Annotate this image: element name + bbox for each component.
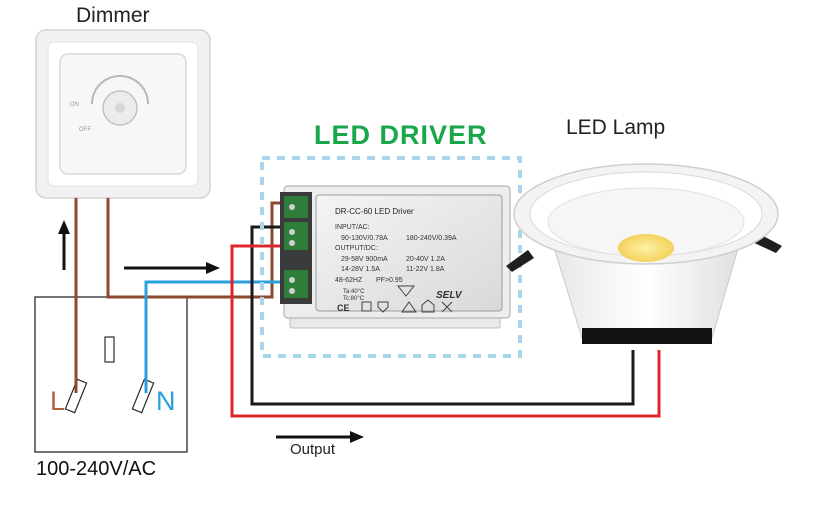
lamp-heat-band xyxy=(582,328,712,344)
dimmer-on-label: ON xyxy=(70,102,79,108)
indoor-use-icon xyxy=(421,299,435,313)
selv-mark: SELV xyxy=(436,290,463,301)
live-slot xyxy=(64,378,88,414)
ambient-temp: Ta:40°C xyxy=(343,289,365,295)
shield-icon xyxy=(377,301,389,313)
frequency: 48-62HZ xyxy=(335,277,363,284)
input-header: INPUT/AC: xyxy=(335,224,370,231)
power-factor: PF>0.95 xyxy=(376,277,403,284)
lamp-icon xyxy=(115,103,125,113)
lamp-title: LED Lamp xyxy=(566,116,666,139)
dimmer-switch: ON OFF xyxy=(35,29,211,199)
live-wire-to-driver xyxy=(106,198,288,299)
output-positive-wire xyxy=(230,244,661,418)
dimmer-off-label: OFF xyxy=(79,127,91,133)
ce-mark: CE xyxy=(337,303,350,313)
live-label: L xyxy=(50,386,66,416)
output-rating-1: 29-58V 900mA xyxy=(341,256,388,263)
output-label: Output xyxy=(290,441,336,458)
mm-mark-icon xyxy=(396,285,416,297)
neutral-wire xyxy=(144,280,290,393)
terminal-neutral xyxy=(284,270,308,298)
neutral-label: N xyxy=(156,386,176,416)
terminal-output-dc xyxy=(284,222,308,250)
wall-socket xyxy=(34,296,188,453)
input-rating-1: 90-130V/0.78A xyxy=(341,235,388,242)
earth-slot xyxy=(104,336,115,363)
mains-voltage-label: 100-240V/AC xyxy=(36,458,157,480)
double-insulation-icon xyxy=(361,301,372,312)
arrow-right-icon xyxy=(124,262,220,274)
input-rating-2: 180-240V/0.39A xyxy=(406,235,457,242)
case-temp: Tc:80°C xyxy=(343,296,365,302)
terminal-input-ac xyxy=(284,196,308,218)
led-driver: DR-CC-60 LED Driver INPUT/AC: 90-130V/0.… xyxy=(280,185,511,329)
output-header: OUTPUT/DC: xyxy=(335,245,378,252)
driver-model: DR-CC-60 LED Driver xyxy=(335,207,414,216)
weee-bin-icon xyxy=(441,301,453,313)
output-rating-3: 14-28V 1.5A xyxy=(341,266,380,273)
flow-arrows xyxy=(58,220,364,443)
driver-title: LED DRIVER xyxy=(314,120,488,150)
driver-label-plate xyxy=(315,194,503,312)
dimmer-title: Dimmer xyxy=(76,4,150,27)
dimmer-scale-arc xyxy=(91,75,149,105)
left-spring-clip xyxy=(506,250,534,272)
driver-dashed-frame xyxy=(260,156,522,358)
neutral-slot xyxy=(131,378,155,414)
output-rating-2: 20-40V 1.2A xyxy=(406,256,445,263)
output-rating-4: 11-22V 1.8A xyxy=(406,266,445,273)
cob-led-chip xyxy=(618,234,674,262)
arrow-up-icon xyxy=(58,220,70,270)
output-arrow-icon xyxy=(276,431,364,443)
f-mark-icon xyxy=(401,301,417,313)
led-lamp xyxy=(506,163,782,344)
